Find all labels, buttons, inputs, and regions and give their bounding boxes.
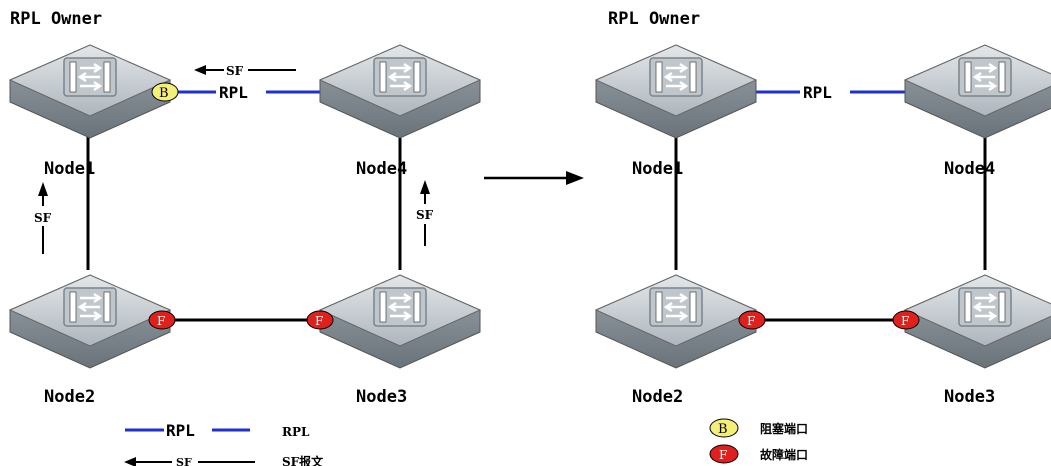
right-fault-port-node3: [892, 310, 920, 330]
left-sf-right-arrow: [420, 180, 430, 246]
right-fault-port-node3-letter: F: [901, 314, 909, 328]
right-fault-port-node2-letter: F: [747, 314, 755, 328]
left-node2-switch-icon: [8, 273, 172, 370]
left-node3-switch-icon: [318, 273, 482, 370]
left-sf-top-arrow: [194, 62, 296, 76]
right-node2-label: Node2: [632, 387, 683, 407]
legend-fault-desc: 故障端口: [760, 447, 808, 462]
right-node3-label: Node3: [944, 387, 995, 407]
right-node1-label: Node1: [632, 159, 683, 179]
left-fault-port-node2: [148, 310, 176, 330]
right-rpl-link-label: RPL: [803, 83, 832, 102]
left-fault-port-node3-letter: F: [315, 314, 323, 328]
left-node4-switch-icon: [318, 43, 482, 140]
legend-blocked-letter: B: [718, 422, 728, 437]
left-node3-label: Node3: [356, 387, 407, 407]
legend: RPL RPL SF SF报文 B 阻塞端口 F 故障端口: [124, 418, 808, 466]
legend-rpl-desc: RPL: [282, 425, 310, 439]
legend-fault-letter: F: [719, 448, 727, 462]
left-blocked-port-letter: B: [159, 86, 169, 101]
legend-blocked-desc: 阻塞端口: [760, 421, 808, 436]
legend-sf-symbol: SF: [176, 456, 192, 466]
left-node2-label: Node2: [44, 387, 95, 407]
left-sf-right-label: SF: [416, 208, 434, 222]
left-blocked-port: [151, 82, 179, 102]
right-node2-switch-icon: [594, 273, 758, 370]
right-links: [674, 90, 987, 322]
transition-arrow: [484, 171, 584, 185]
left-fault-port-node3: [306, 310, 334, 330]
right-owner-label: RPL Owner: [608, 9, 700, 29]
left-node4-label: Node4: [356, 159, 407, 179]
left-node1-label: Node1: [44, 159, 95, 179]
left-node1-switch-icon: [8, 43, 172, 140]
right-node1-switch-icon: [594, 43, 758, 140]
left-rpl-link-label: RPL: [219, 83, 248, 102]
left-fault-port-node2-letter: F: [157, 314, 165, 328]
left-sf-left-arrow: [38, 182, 48, 254]
legend-sf-desc: SF报文: [282, 454, 324, 466]
right-fault-port-node2: [738, 310, 766, 330]
left-owner-label: RPL Owner: [10, 9, 102, 29]
legend-rpl-symbol: RPL: [166, 421, 195, 440]
left-sf-top-label: SF: [226, 64, 244, 78]
right-node3-switch-icon: [903, 273, 1051, 370]
right-node4-switch-icon: [903, 43, 1051, 140]
left-links: [86, 90, 402, 322]
right-node4-label: Node4: [944, 159, 995, 179]
left-sf-left-label: SF: [34, 211, 52, 225]
